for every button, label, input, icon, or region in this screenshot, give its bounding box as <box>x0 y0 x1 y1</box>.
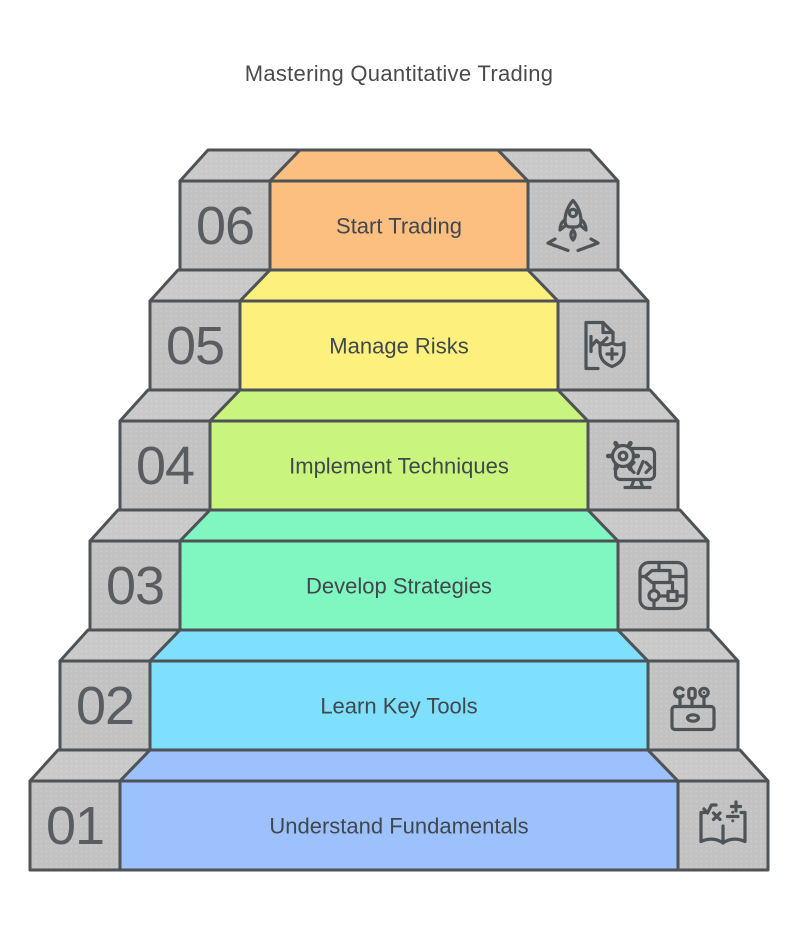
step-label: Manage Risks <box>329 334 468 359</box>
step-top-face <box>268 148 530 183</box>
flowchart-icon <box>638 560 688 611</box>
color-bar <box>118 779 680 872</box>
step-number: 01 <box>46 796 104 856</box>
step-06: 06 Start Trading <box>178 148 620 272</box>
step-top-face <box>208 388 590 423</box>
color-bar <box>268 179 530 272</box>
color-bar <box>208 419 590 512</box>
rocket-launch-icon <box>546 198 600 253</box>
step-04: 04 Implement Techniques <box>118 388 680 512</box>
number-block <box>28 779 122 872</box>
step-label: Implement Techniques <box>289 454 509 479</box>
step-label: Learn Key Tools <box>320 694 477 719</box>
icon-block <box>616 539 710 632</box>
step-number: 06 <box>196 196 254 256</box>
step-top-face <box>148 628 650 663</box>
number-block <box>148 299 242 392</box>
number-block <box>118 419 212 512</box>
step-top-face <box>238 268 560 303</box>
step-01: 01 Understand Fundamentals <box>28 748 770 872</box>
step-label: Understand Fundamentals <box>269 814 528 839</box>
gear-code-monitor-icon <box>605 440 657 490</box>
math-book-icon <box>699 800 747 845</box>
page-title: Mastering Quantitative Trading <box>244 61 554 86</box>
step-number: 02 <box>76 676 134 736</box>
step-number: 04 <box>136 436 194 496</box>
step-label: Start Trading <box>336 214 462 239</box>
step-03: 03 Develop Strategies <box>88 508 710 632</box>
step-top-face <box>118 748 680 783</box>
color-bar <box>178 539 620 632</box>
step-05: 05 Manage Risks <box>148 268 650 392</box>
step-number: 03 <box>106 556 164 616</box>
toolbox-icon <box>670 686 716 732</box>
step-top-face <box>178 508 620 543</box>
number-block <box>58 659 152 752</box>
risk-shield-chart-icon <box>584 320 626 371</box>
step-label: Develop Strategies <box>306 574 492 599</box>
step-02: 02 Learn Key Tools <box>58 628 740 752</box>
step-number: 05 <box>166 316 224 376</box>
